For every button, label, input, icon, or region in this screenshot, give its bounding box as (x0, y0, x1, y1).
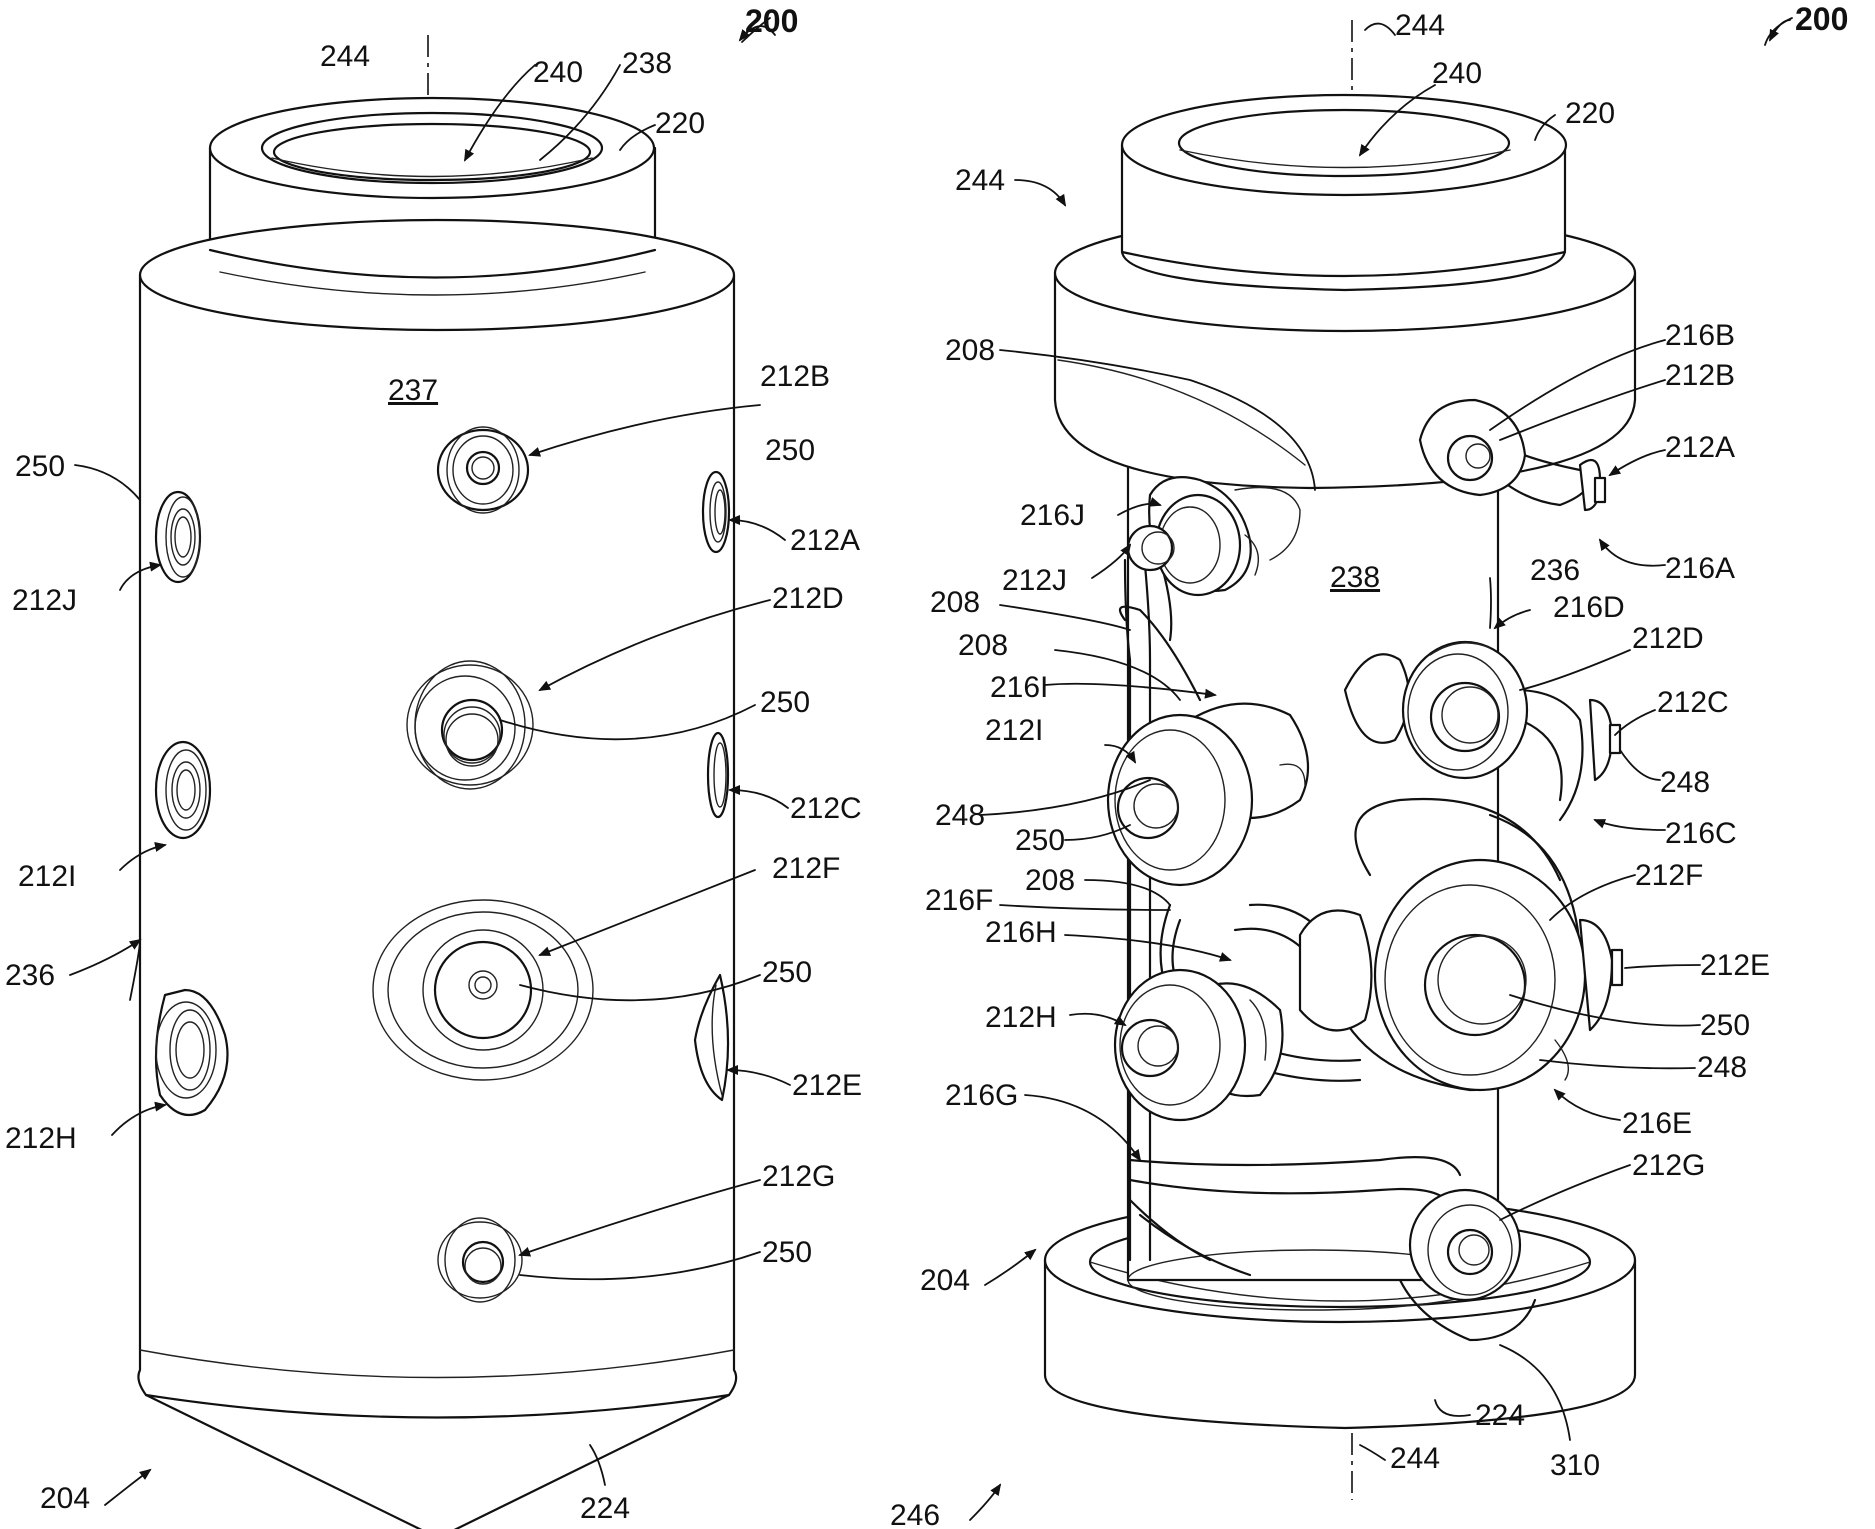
label-244-left: 244 (320, 40, 370, 73)
label-216b: 216B (1665, 319, 1735, 352)
label-212f-left: 212F (772, 852, 840, 885)
label-204-left: 204 (40, 1482, 90, 1515)
label-216j: 216J (1020, 499, 1085, 532)
label-240-right: 240 (1432, 57, 1482, 90)
left-view: 244 240 238 220 200 237 212B 250 250 212… (5, 3, 862, 1529)
label-238-right: 238 (1330, 561, 1380, 594)
label-216d: 216D (1553, 591, 1625, 624)
label-212a-right: 212A (1665, 431, 1735, 464)
label-248-low: 248 (1697, 1051, 1747, 1084)
label-250-right-right: 250 (1700, 1009, 1750, 1042)
label-224-right: 224 (1475, 1399, 1525, 1432)
label-212j-left: 212J (12, 584, 77, 617)
label-250-g-left: 250 (762, 1236, 812, 1269)
label-246: 246 (890, 1499, 940, 1529)
label-212g-left: 212G (762, 1160, 835, 1193)
label-208-low: 208 (1025, 864, 1075, 897)
figure-number-right: 200 (1795, 1, 1848, 37)
label-208-mid: 208 (930, 586, 980, 619)
label-250-d-left: 250 (760, 686, 810, 719)
label-244-right-left: 244 (955, 164, 1005, 197)
label-216e: 216E (1622, 1107, 1692, 1140)
label-216c: 216C (1665, 817, 1737, 850)
label-212d-right: 212D (1632, 622, 1704, 655)
label-208-mid2: 208 (958, 629, 1008, 662)
label-216a: 216A (1665, 552, 1735, 585)
label-212i-left: 212I (18, 860, 76, 893)
label-212i-right: 212I (985, 714, 1043, 747)
label-236-left: 236 (5, 959, 55, 992)
label-212c-left: 212C (790, 792, 862, 825)
label-250-f-left: 250 (762, 956, 812, 989)
label-224-left: 224 (580, 1492, 630, 1525)
label-212j-right: 212J (1002, 564, 1067, 597)
label-212b-right: 212B (1665, 359, 1735, 392)
label-237: 237 (388, 374, 438, 407)
label-244-right-top: 244 (1395, 9, 1445, 42)
label-216i: 216I (990, 671, 1048, 704)
right-connector-216c (1590, 700, 1620, 780)
label-212d-left: 212D (772, 582, 844, 615)
label-212e-right: 212E (1700, 949, 1770, 982)
label-216g: 216G (945, 1079, 1018, 1112)
label-248-right: 248 (1660, 766, 1710, 799)
label-310: 310 (1550, 1449, 1600, 1482)
label-212h-left: 212H (5, 1122, 77, 1155)
label-240-left: 240 (533, 56, 583, 89)
label-212h-right: 212H (985, 1001, 1057, 1034)
label-250-upper-right: 250 (765, 434, 815, 467)
label-212g-right: 212G (1632, 1149, 1705, 1182)
right-connector-216g-212g (1410, 1190, 1520, 1300)
label-212e-left: 212E (792, 1069, 862, 1102)
label-212b-left: 212B (760, 360, 830, 393)
label-204-right: 204 (920, 1264, 970, 1297)
label-250-right-left: 250 (1015, 824, 1065, 857)
label-216f: 216F (925, 884, 993, 917)
label-208-upper: 208 (945, 334, 995, 367)
right-view: 200 244 240 220 244 208 216B 212B 212A 2… (890, 1, 1848, 1529)
left-main-body (138, 220, 736, 1529)
label-248-left: 248 (935, 799, 985, 832)
label-212c-right: 212C (1657, 686, 1729, 719)
label-220-left: 220 (655, 107, 705, 140)
label-212a-left: 212A (790, 524, 860, 557)
label-244-right-bottom: 244 (1390, 1442, 1440, 1475)
label-220-right: 220 (1565, 97, 1615, 130)
label-216h: 216H (985, 916, 1057, 949)
label-250-left-side: 250 (15, 450, 65, 483)
label-236-right: 236 (1530, 554, 1580, 587)
label-238-left: 238 (622, 47, 672, 80)
label-212f-right: 212F (1635, 859, 1703, 892)
right-connector-216a (1580, 460, 1605, 510)
right-top-cap (1122, 95, 1566, 290)
figure-number-left: 200 (745, 3, 798, 39)
